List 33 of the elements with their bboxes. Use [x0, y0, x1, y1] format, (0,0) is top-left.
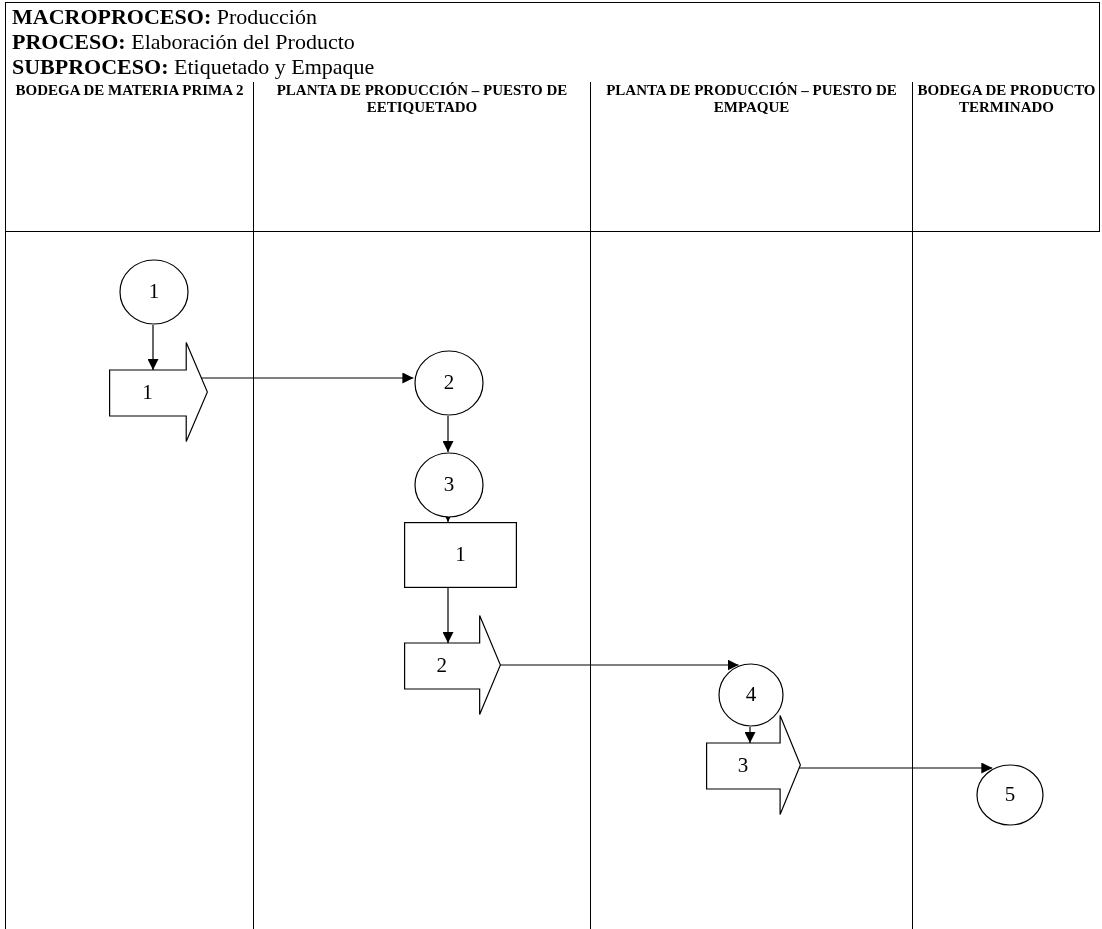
lane-header: BODEGA DE MATERIA PRIMA 2 [15, 82, 244, 99]
header-line: MACROPROCESO: Producción [12, 4, 317, 29]
step-number: 4 [745, 681, 757, 709]
header-line: PROCESO: Elaboración del Producto [12, 29, 355, 54]
connector-circle [718, 663, 784, 727]
off-page-arrow-shape [109, 342, 208, 442]
step-number: 2 [443, 369, 455, 397]
step-number: 1 [142, 379, 153, 407]
lane-header: BODEGA DE PRODUCTO TERMINADO [917, 82, 1096, 116]
connector-circle [414, 452, 484, 518]
lane-header: PLANTA DE PRODUCCIÓN – PUESTO DE EETIQUETADO [275, 82, 569, 116]
connector-circle [119, 259, 189, 325]
connector-circle [976, 764, 1044, 826]
flow-arrow [442, 415, 454, 453]
off-page-arrow-shape [706, 715, 801, 815]
step-number: 3 [443, 471, 455, 499]
swimlane-column [590, 82, 912, 929]
flow-arrow [147, 324, 159, 371]
step-number: 1 [148, 278, 160, 306]
swimlane-column [253, 82, 590, 929]
header-line: SUBPROCESO: Etiquetado y Empaque [12, 54, 375, 79]
lane-header: PLANTA DE PRODUCCIÓN – PUESTO DE EMPAQUE [605, 82, 898, 116]
operation-box [404, 522, 517, 588]
step-number: 3 [737, 752, 749, 780]
off-page-arrow-shape [404, 615, 501, 715]
swimlane-column [912, 82, 1100, 929]
step-number: 5 [1004, 781, 1016, 809]
step-number: 1 [455, 541, 466, 569]
swimlane-column [5, 82, 253, 929]
flow-arrow [744, 726, 756, 744]
flow-arrow [442, 587, 454, 644]
connector-circle [414, 350, 484, 416]
step-number: 2 [436, 652, 448, 680]
